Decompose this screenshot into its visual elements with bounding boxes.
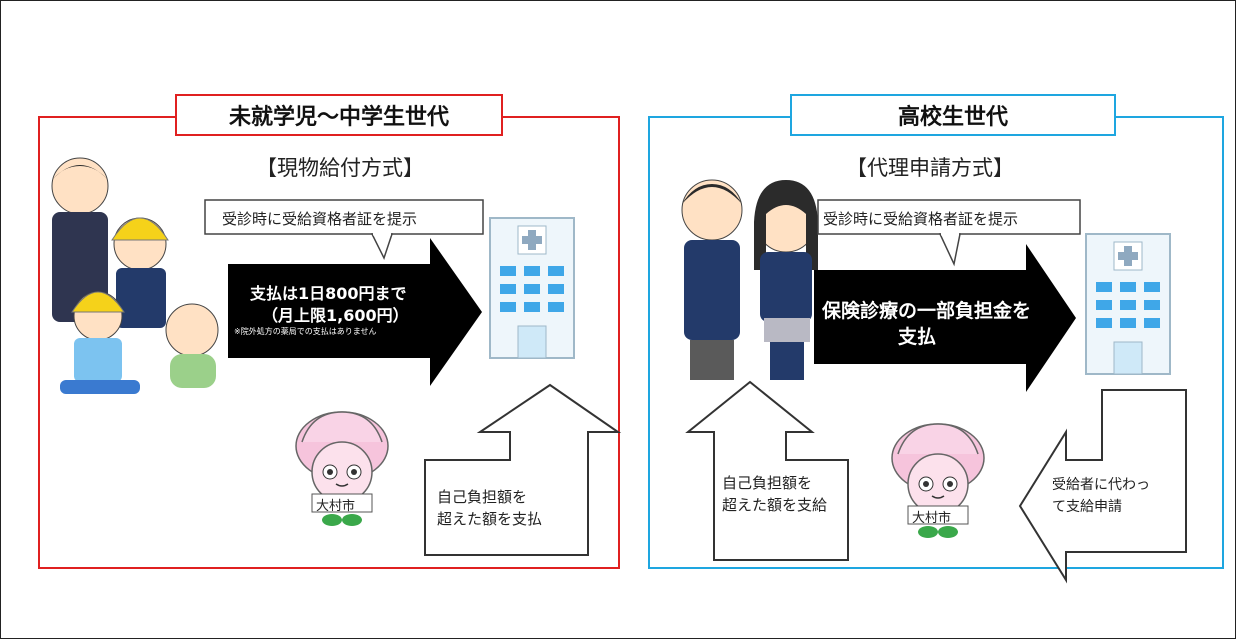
children-illustration-icon <box>51 157 219 394</box>
left-callout-text: 受診時に受給資格者証を提示 <box>222 210 418 228</box>
hospital-icon <box>489 217 575 359</box>
right-callout <box>817 199 1081 267</box>
students-illustration-icon <box>681 179 818 380</box>
right-callout-text: 受診時に受給資格者証を提示 <box>823 210 1019 228</box>
right-return-line2: 超えた額を支給 <box>722 496 828 514</box>
right-method-label: 【代理申請方式】 <box>846 156 1014 180</box>
left-callout <box>204 199 484 260</box>
right-apply-line2: て支給申請 <box>1052 499 1122 515</box>
right-apply-line1: 受給者に代わっ <box>1052 477 1150 493</box>
left-mascot-sign: 大村市 <box>316 499 356 514</box>
right-arrow-line1: 保険診療の一部負担金を <box>822 300 1032 322</box>
left-arrow-line2: （月上限1,600円） <box>262 306 409 325</box>
left-payment-arrow <box>228 238 482 386</box>
left-return-line1: 自己負担額を <box>437 488 528 506</box>
right-payment-arrow <box>814 244 1076 392</box>
left-return-line2: 超えた額を支払 <box>437 510 543 528</box>
left-arrow-line1: 支払は1日800円まで <box>250 284 407 303</box>
right-return-line1: 自己負担額を <box>722 474 813 492</box>
left-method-label: 【現物給付方式】 <box>256 156 424 180</box>
right-apply-arrow <box>1018 389 1187 584</box>
right-return-arrow <box>685 380 849 561</box>
right-mascot-sign: 大村市 <box>912 511 952 526</box>
left-return-arrow <box>424 383 622 556</box>
right-panel-title: 高校生世代 <box>790 94 1116 136</box>
left-panel-title: 未就学児～中学生世代 <box>175 94 503 136</box>
left-arrow-note: ※院外処方の薬局での支払はありません <box>234 327 377 336</box>
right-arrow-line2: 支払 <box>898 326 937 348</box>
